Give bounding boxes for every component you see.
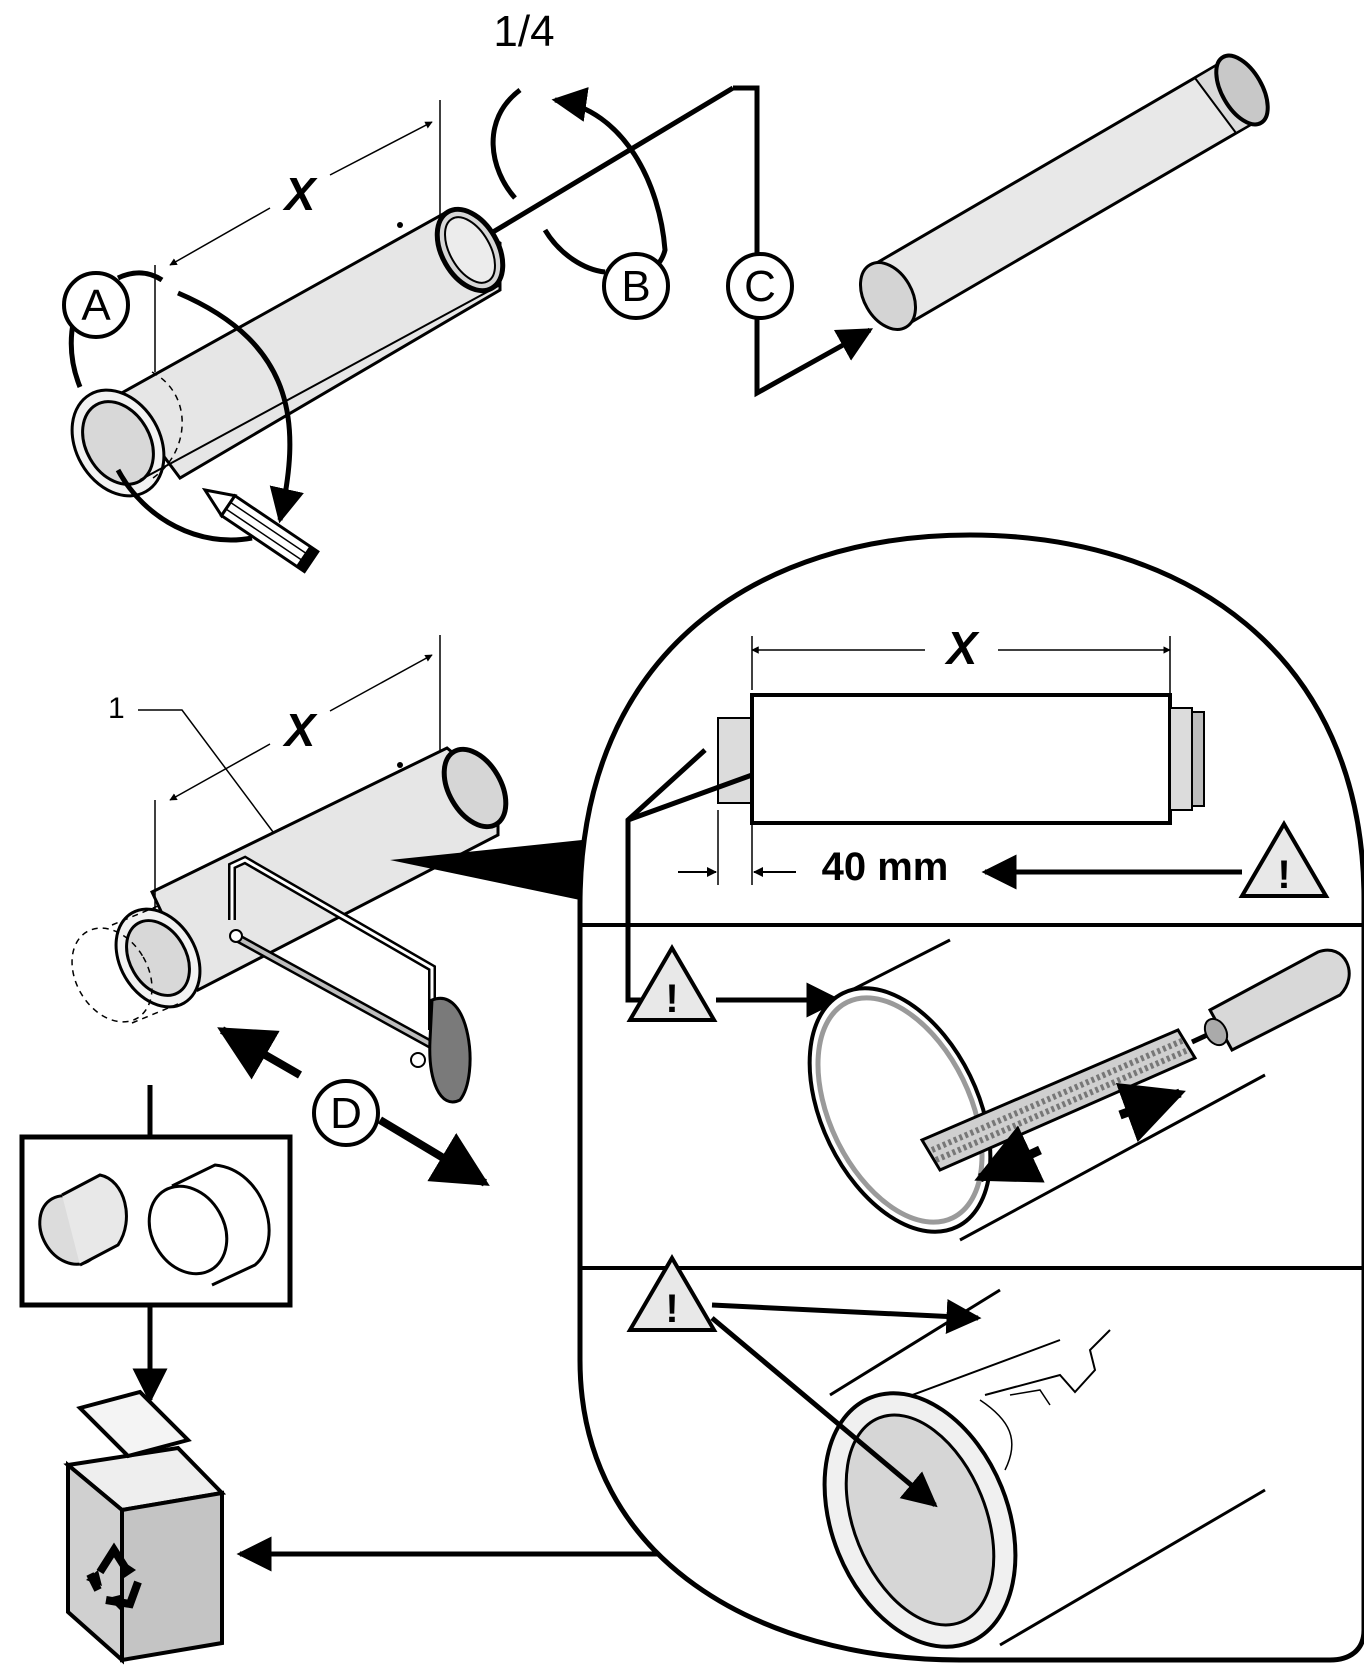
pipe-top-right: [859, 53, 1270, 331]
part-number-label: 1: [108, 692, 125, 725]
callout-pointer: [390, 840, 582, 900]
rotation-step: 1/4 B C: [490, 7, 874, 398]
warning-icon: !: [626, 944, 718, 1022]
step-c-label: C: [744, 262, 776, 311]
svg-text:!: !: [1277, 853, 1290, 897]
dimension-x-label: X: [944, 622, 980, 674]
rotation-label: 1/4: [493, 7, 554, 56]
detail-offset-section: X 40 mm !: [625, 622, 1330, 1003]
warning-icon: !: [1238, 820, 1330, 898]
pencil-icon: [201, 487, 320, 574]
step-d-badge: D: [312, 1079, 380, 1147]
offset-dimension-label: 40 mm: [822, 845, 949, 889]
svg-text:!: !: [665, 977, 678, 1021]
step-b-badge: B: [602, 252, 670, 320]
recycle-symbol-icon: [86, 1542, 142, 1610]
dimension-x-top: X: [154, 100, 441, 372]
dimension-x-label: X: [282, 168, 318, 220]
step-b-label: B: [621, 262, 650, 311]
step-c-badge: C: [726, 252, 794, 320]
pipe-cutting-step: 1 X: [71, 635, 509, 1187]
saw-direction-arrow: [217, 1026, 490, 1187]
recycle-bin-icon: [63, 1389, 227, 1665]
step-a-label: A: [81, 281, 111, 330]
pipe-section-drawing: [750, 693, 1172, 825]
offcut-cap: [38, 1173, 128, 1267]
dimension-x-bottom: X: [154, 635, 441, 910]
offcuts-disposal: [19, 1085, 675, 1665]
step-d-label: D: [330, 1089, 362, 1138]
svg-text:!: !: [665, 1287, 678, 1331]
hacksaw-icon: [228, 855, 472, 1104]
warning-icon: !: [626, 1254, 718, 1332]
pipe-marking-step: X A: [62, 100, 506, 574]
detail-deburr-section: !: [626, 938, 1351, 1242]
pipe-end-detail: [807, 938, 1266, 1242]
pipe-top-left: [70, 206, 506, 498]
damaged-pipe-detail: [822, 1288, 1266, 1649]
step-a-badge: A: [62, 271, 130, 339]
dimension-x-label: X: [282, 704, 318, 756]
offcut-sleeve: [147, 1163, 271, 1287]
detail-damage-section: !: [626, 1254, 1266, 1649]
detail-callout: X 40 mm ! !: [390, 532, 1364, 1663]
